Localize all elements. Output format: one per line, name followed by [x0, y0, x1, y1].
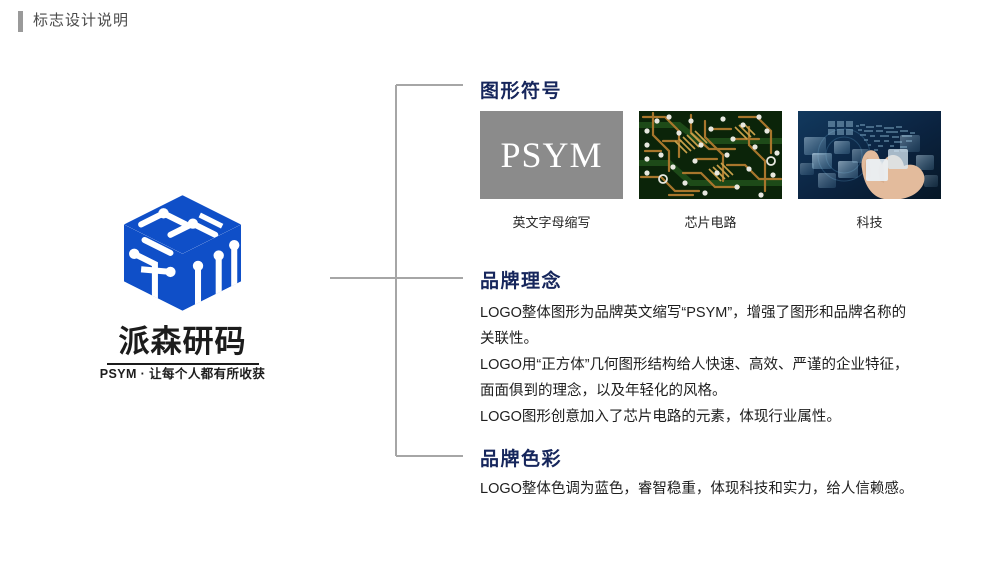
logo-tagline: PSYM · 让每个人都有所收获 — [99, 367, 266, 381]
logo-brand-name: 派森研码 — [118, 324, 247, 360]
page-header: 标志设计说明 — [0, 0, 1008, 44]
thumbnail-captions: 英文字母缩写 芯片电路 科技 — [480, 212, 942, 234]
brand-concept-line: 关联性。 — [480, 331, 538, 347]
thumbnail-lettermark-text: PSYM — [500, 135, 603, 175]
thumbnail-technology[interactable] — [798, 111, 941, 199]
caption-technology: 科技 — [856, 215, 883, 230]
graphic-symbol-thumbnails: PSYM — [480, 111, 942, 199]
brand-concept-line: LOGO用“正方体”几何图形结构给人快速、高效、严谨的企业特征， — [480, 357, 909, 373]
caption-circuit-board: 芯片电路 — [684, 215, 737, 230]
circuit-board-icon — [639, 111, 782, 199]
page-title: 标志设计说明 — [33, 12, 130, 29]
brand-concept-body: LOGO整体图形为品牌英文缩写“PSYM”，增强了图形和品牌名称的 关联性。 L… — [480, 300, 980, 430]
brand-concept-line: LOGO整体图形为品牌英文缩写“PSYM”，增强了图形和品牌名称的 — [480, 305, 907, 321]
section-title-brand-color: 品牌色彩 — [480, 449, 563, 470]
logo-divider — [106, 363, 259, 365]
brand-concept-line: LOGO图形创意加入了芯片电路的元素，体现行业属性。 — [480, 409, 841, 425]
section-title-graphic-symbol: 图形符号 — [480, 81, 563, 102]
content-column: 图形符号 PSYM — [478, 0, 1008, 567]
psym-cube-icon — [123, 195, 242, 311]
caption-lettermark: 英文字母缩写 — [512, 215, 591, 230]
section-title-brand-concept: 品牌理念 — [480, 271, 563, 292]
thumbnail-lettermark[interactable]: PSYM — [480, 111, 623, 199]
technology-hand-icon — [798, 111, 941, 199]
header-accent-bar — [18, 11, 23, 32]
brand-logo: 派森研码 PSYM · 让每个人都有所收获 — [95, 190, 270, 390]
brand-color-body: LOGO整体色调为蓝色，睿智稳重，体现科技和实力，给人信赖感。 — [480, 476, 980, 502]
thumbnail-circuit-board[interactable] — [639, 111, 782, 199]
brand-concept-line: 面面俱到的理念，以及年轻化的风格。 — [480, 383, 727, 399]
brand-color-line: LOGO整体色调为蓝色，睿智稳重，体现科技和实力，给人信赖感。 — [480, 481, 914, 497]
